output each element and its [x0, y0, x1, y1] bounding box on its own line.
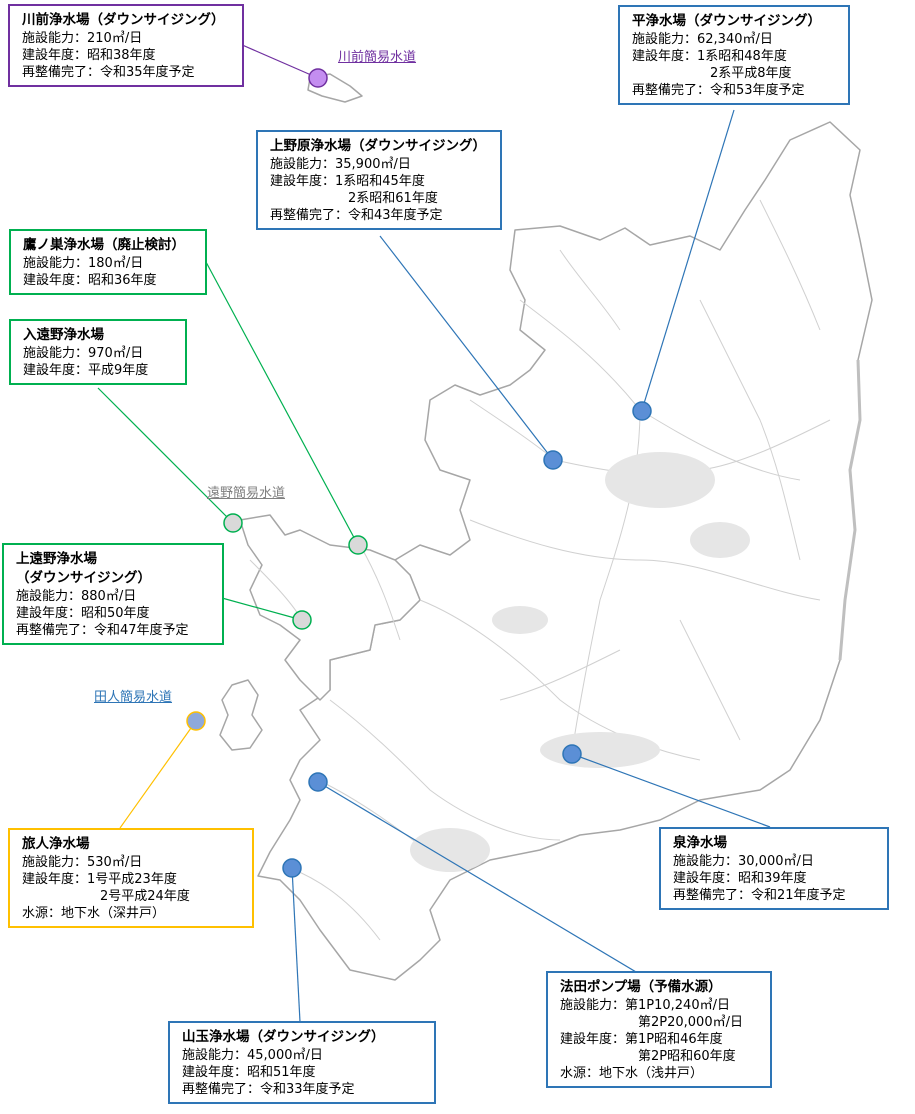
- izumi-capacity: 施設能力：30,000㎥/日: [673, 854, 814, 869]
- info-box-iritono: 入遠野浄水場 施設能力：970㎥/日 建設年度：平成9年度: [9, 319, 187, 385]
- leader-hoda: [317, 781, 637, 973]
- kawamae-built: 建設年度：昭和38年度: [22, 48, 156, 63]
- info-box-kamitono: 上遠野浄水場 （ダウンサイジング） 施設能力：880㎥/日 建設年度：昭和50年…: [2, 543, 224, 645]
- leader-izumi: [571, 753, 771, 828]
- taira-title: 平浄水場（ダウンサイジング）: [632, 13, 821, 29]
- izumi-title: 泉浄水場: [673, 835, 727, 851]
- leader-lines: [97, 43, 771, 1023]
- label-tono-simple-water: 遠野簡易水道: [207, 486, 286, 501]
- kamitono-built: 建設年度：昭和50年度: [16, 606, 150, 621]
- uenohara-capacity: 施設能力：35,900㎥/日: [270, 157, 411, 172]
- kamitono-title-2: （ダウンサイジング）: [16, 570, 151, 586]
- info-box-takanosu: 鷹ノ巣浄水場（廃止検討） 施設能力：180㎥/日 建設年度：昭和36年度: [9, 229, 207, 295]
- tabito-built: 建設年度：1号平成23年度: [22, 872, 177, 887]
- tabito-source: 水源：地下水（深井戸）: [22, 906, 166, 921]
- taira-built-2: 2系平成8年度: [710, 66, 792, 81]
- leader-uenohara: [379, 235, 554, 461]
- marker-iritono: [223, 513, 243, 533]
- takanosu-capacity: 施設能力：180㎥/日: [23, 256, 144, 271]
- takanosu-built: 建設年度：昭和36年度: [23, 273, 157, 288]
- yamatama-renewal: 再整備完了：令和33年度予定: [182, 1082, 355, 1097]
- uenohara-built-2: 2系昭和61年度: [348, 191, 438, 206]
- info-box-tabito: 旅人浄水場 施設能力：530㎥/日 建設年度：1号平成23年度 2号平成24年度…: [8, 828, 254, 928]
- uenohara-built: 建設年度：1系昭和45年度: [270, 174, 425, 189]
- marker-tabito: [186, 711, 206, 731]
- hoda-built: 建設年度：第1P昭和46年度: [560, 1032, 723, 1047]
- taira-renewal: 再整備完了：令和53年度予定: [632, 83, 805, 98]
- tabito-built-2: 2号平成24年度: [100, 889, 190, 904]
- izumi-built: 建設年度：昭和39年度: [673, 871, 807, 886]
- marker-uenohara: [543, 450, 563, 470]
- taira-built: 建設年度：1系昭和48年度: [632, 49, 787, 64]
- marker-takanosu: [348, 535, 368, 555]
- leader-iritono: [97, 387, 234, 524]
- kawamae-title: 川前浄水場（ダウンサイジング）: [22, 12, 225, 28]
- tono-landmass: [239, 514, 421, 701]
- uenohara-renewal: 再整備完了：令和43年度予定: [270, 208, 443, 223]
- leader-kamitono: [221, 597, 303, 621]
- takanosu-title: 鷹ノ巣浄水場（廃止検討）: [23, 237, 185, 253]
- uenohara-title: 上野原浄水場（ダウンサイジング）: [270, 138, 486, 154]
- facility-markers: [186, 68, 652, 878]
- iritono-capacity: 施設能力：970㎥/日: [23, 346, 144, 361]
- hoda-source: 水源：地下水（浅井戸）: [560, 1066, 704, 1081]
- leader-kawamae: [239, 43, 319, 79]
- marker-yamatama: [282, 858, 302, 878]
- kamitono-capacity: 施設能力：880㎥/日: [16, 589, 137, 604]
- iritono-built: 建設年度：平成9年度: [23, 363, 149, 378]
- tabito-landmass: [219, 679, 263, 751]
- kamitono-title: 上遠野浄水場: [16, 551, 97, 567]
- hoda-capacity: 施設能力：第1P10,240㎥/日: [560, 998, 730, 1013]
- leader-tabito: [119, 720, 197, 829]
- info-box-kawamae: 川前浄水場（ダウンサイジング） 施設能力：210㎥/日 建設年度：昭和38年度 …: [8, 4, 244, 87]
- hoda-title: 法田ポンプ場（予備水源）: [560, 979, 722, 995]
- leader-takanosu: [205, 261, 359, 546]
- marker-izumi: [562, 744, 582, 764]
- marker-taira: [632, 401, 652, 421]
- label-kawamae-simple-water: 川前簡易水道: [338, 50, 417, 65]
- tabito-title: 旅人浄水場: [22, 836, 90, 852]
- marker-kawamae: [308, 68, 328, 88]
- izumi-renewal: 再整備完了：令和21年度予定: [673, 888, 846, 903]
- leader-taira: [641, 109, 735, 411]
- info-box-uenohara: 上野原浄水場（ダウンサイジング） 施設能力：35,900㎥/日 建設年度：1系昭…: [256, 130, 502, 230]
- urban-areas: [410, 452, 750, 872]
- tabito-capacity: 施設能力：530㎥/日: [22, 855, 143, 870]
- road-network: [249, 199, 831, 941]
- marker-hoda: [308, 772, 328, 792]
- info-box-taira: 平浄水場（ダウンサイジング） 施設能力：62,340㎥/日 建設年度：1系昭和4…: [618, 5, 850, 105]
- kamitono-renewal: 再整備完了：令和47年度予定: [16, 623, 189, 638]
- info-box-hoda: 法田ポンプ場（予備水源） 施設能力：第1P10,240㎥/日 第2P20,000…: [546, 971, 772, 1088]
- kawamae-renewal: 再整備完了：令和35年度予定: [22, 65, 195, 80]
- kawamae-capacity: 施設能力：210㎥/日: [22, 31, 143, 46]
- marker-kamitono: [292, 610, 312, 630]
- hoda-capacity-2: 第2P20,000㎥/日: [638, 1015, 743, 1030]
- iritono-title: 入遠野浄水場: [23, 327, 104, 343]
- yamatama-capacity: 施設能力：45,000㎥/日: [182, 1048, 323, 1063]
- east-coastline: [838, 359, 862, 661]
- taira-capacity: 施設能力：62,340㎥/日: [632, 32, 773, 47]
- hoda-built-2: 第2P昭和60年度: [638, 1049, 736, 1064]
- label-tabito-simple-water: 田人簡易水道: [94, 690, 173, 705]
- info-box-yamatama: 山玉浄水場（ダウンサイジング） 施設能力：45,000㎥/日 建設年度：昭和51…: [168, 1021, 436, 1104]
- yamatama-built: 建設年度：昭和51年度: [182, 1065, 316, 1080]
- leader-yamatama: [291, 867, 301, 1023]
- info-box-izumi: 泉浄水場 施設能力：30,000㎥/日 建設年度：昭和39年度 再整備完了：令和…: [659, 827, 889, 910]
- yamatama-title: 山玉浄水場（ダウンサイジング）: [182, 1029, 385, 1045]
